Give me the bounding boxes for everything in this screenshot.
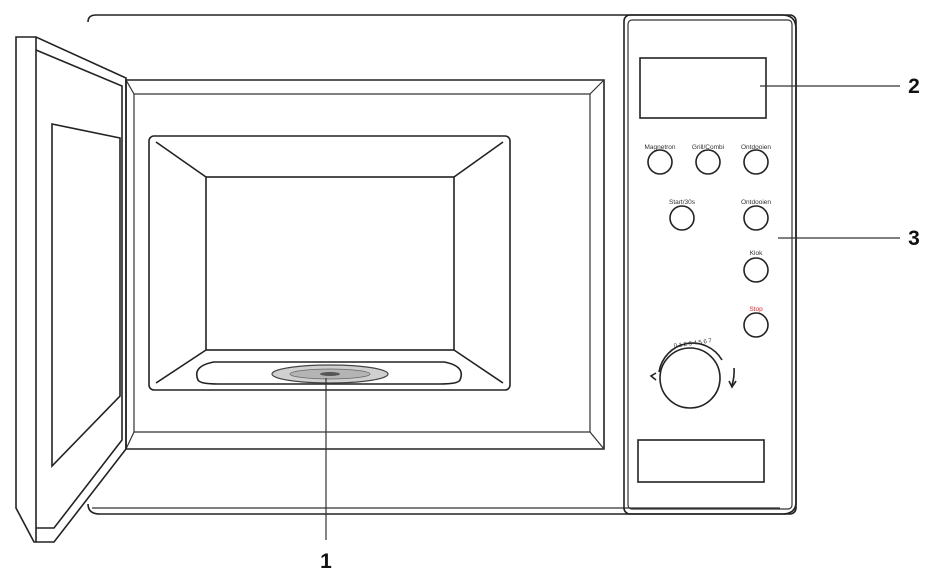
open-door: [15, 36, 127, 543]
door-window: [51, 123, 121, 468]
button-start[interactable]: Start/30s: [669, 199, 696, 231]
button-grill[interactable]: Grill/Combi: [692, 144, 724, 175]
button-stop[interactable]: Stop: [743, 306, 769, 338]
button-weight[interactable]: Ontdooien: [741, 199, 771, 231]
control-panel: [623, 14, 797, 515]
button-defrost-label: Ontdooien: [741, 144, 771, 151]
rotary-dial[interactable]: 0 1 2 3 4 5 6 7: [649, 338, 737, 409]
button-micro[interactable]: Magnetron: [644, 144, 676, 175]
button-stop-label: Stop: [749, 306, 763, 313]
cabinet: [87, 14, 797, 515]
button-defrost[interactable]: Ontdooien: [741, 144, 771, 175]
turntable-tray: [195, 361, 463, 385]
button-clock[interactable]: Klok: [743, 250, 769, 283]
button-micro-label: Magnetron: [644, 144, 675, 151]
door-release-slot[interactable]: [637, 439, 765, 483]
dial-scale: 0 1 2 3 4 5 6 7: [673, 338, 712, 349]
button-grill-label: Grill/Combi: [692, 144, 724, 151]
callout-1: 1: [320, 550, 332, 573]
display-window: [639, 57, 767, 119]
callout-2: 2: [908, 75, 920, 98]
button-clock-label: Klok: [750, 250, 763, 257]
cavity-interior: [148, 135, 511, 391]
callout-3: 3: [908, 227, 920, 250]
button-weight-label: Ontdooien: [741, 199, 771, 206]
button-start-label: Start/30s: [669, 199, 696, 206]
